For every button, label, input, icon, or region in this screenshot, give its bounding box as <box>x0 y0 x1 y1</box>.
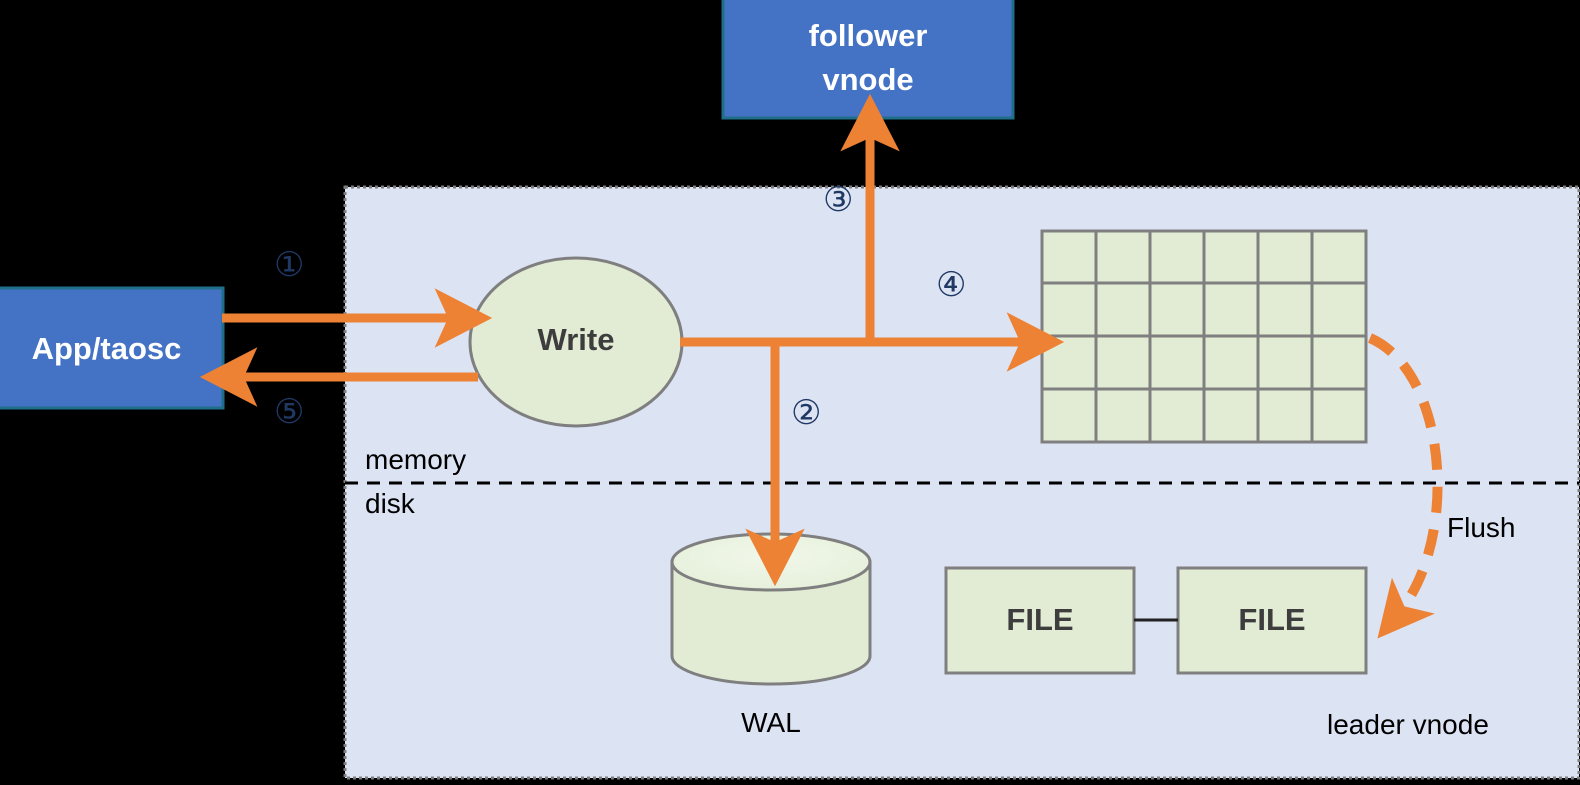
wal-cylinder <box>670 532 872 686</box>
step-number-2: ② <box>791 393 822 433</box>
app-taosc-label: App/taosc <box>31 331 182 366</box>
step-number-1: ① <box>274 245 305 285</box>
wal-label: WAL <box>741 707 801 738</box>
step-number-5: ⑤ <box>274 392 305 432</box>
follower-vnode-label-line1: follower <box>808 18 928 53</box>
flush-label: Flush <box>1447 512 1516 543</box>
leader-vnode-label: leader vnode <box>1327 709 1489 740</box>
disk-label: disk <box>365 488 415 519</box>
step-number-4: ④ <box>936 265 967 305</box>
memory-label: memory <box>365 444 467 475</box>
follower-vnode-label-line2: vnode <box>822 62 914 97</box>
arrow-flush-dashed <box>1367 333 1443 639</box>
file-box-right <box>1176 566 1368 675</box>
memtable-grid <box>1040 229 1368 444</box>
step-number-3: ③ <box>823 180 854 220</box>
write-node-label: Write <box>537 322 615 357</box>
app-taosc-box <box>0 286 225 410</box>
file-left-label: FILE <box>1006 602 1074 637</box>
file-box-left <box>944 566 1136 675</box>
file-right-label: FILE <box>1238 602 1306 637</box>
